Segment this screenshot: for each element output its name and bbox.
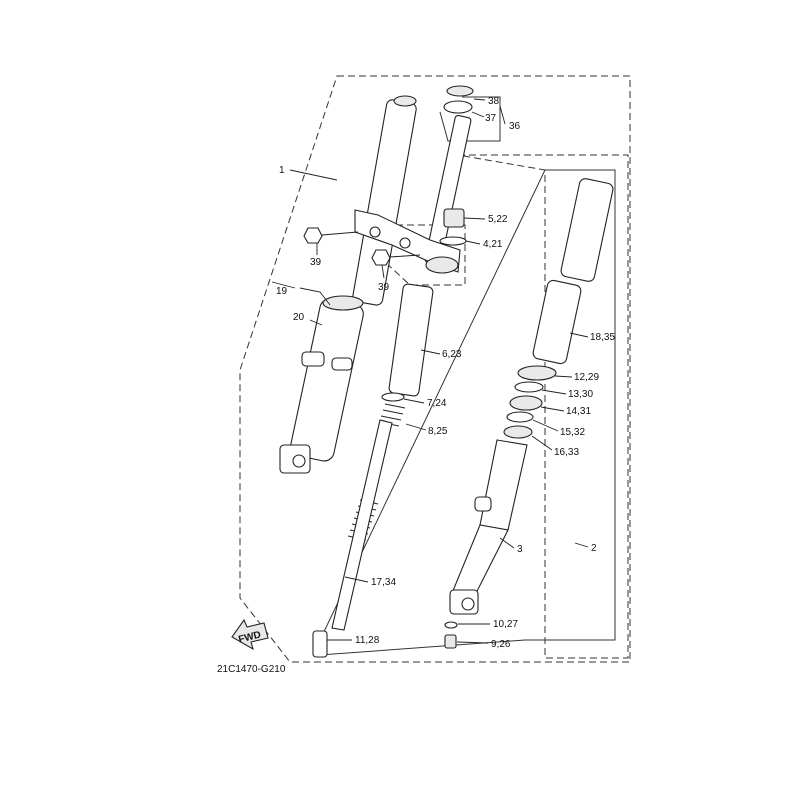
fwd-arrow-icon [231,618,269,651]
callout-37: 37 [485,113,497,124]
dust-seal [517,365,557,381]
callout-17-34: 17,34 [371,577,396,588]
o-ring [439,236,467,246]
callout-18-35: 18,35 [590,332,615,343]
damper-rod [331,419,393,631]
forward-direction-indicator: FWD [231,618,269,651]
callout-1: 1 [279,165,285,176]
callout-14-31: 14,31 [566,406,591,417]
callout-5-22: 5,22 [488,214,508,225]
left-caliper-mount-upper [301,351,325,367]
callout-12-29: 12,29 [574,372,599,383]
spacer-tube [388,283,434,397]
callout-39-upper: 39 [310,257,322,268]
assembly-2-outline [457,154,629,659]
fwd-label: FWD [237,630,262,646]
callout-39-lower: 39 [378,282,390,293]
right-outer-tube [449,439,528,615]
diagram-code: 21C1470-G210 [217,664,286,675]
callout-11-28: 11,28 [355,635,380,646]
left-fork-assembly [279,95,417,474]
steering-stem [354,114,472,274]
callout-8-25: 8,25 [428,426,448,437]
right-inner-tube-upper [560,178,614,282]
top-bracket-outline [439,96,501,142]
left-inner-tube-cap [393,95,417,107]
callout-6-23: 6,23 [442,349,462,360]
drain-bolt [444,634,457,649]
cap-bolt [443,208,465,228]
under-bracket-clamp-hole [369,226,381,238]
right-inner-tube-lower [532,279,582,365]
callout-2: 2 [591,543,597,554]
callout-15-32: 15,32 [560,427,585,438]
callout-20: 20 [293,312,305,323]
callout-13-30: 13,30 [568,389,593,400]
left-axle-hole [292,454,306,468]
callout-labels: 1 38 37 36 5,22 4,21 39 39 19 20 6,23 7,… [276,96,615,650]
callout-16-33: 16,33 [554,447,579,458]
stem-collar [425,256,459,274]
oil-seal [509,395,543,411]
left-caliper-mount-lower [331,357,353,371]
part-37-washer [443,100,473,114]
under-bracket-pinch [399,237,411,249]
assembly-1-outline [239,75,631,663]
callout-36: 36 [509,121,521,132]
callout-4-21: 4,21 [483,239,503,250]
bushing [503,425,533,439]
leader-lines [271,98,589,644]
left-oil-seal [322,295,364,311]
clip [514,381,544,393]
part-38-cap [446,85,474,97]
washer [506,411,534,423]
spring-seat [381,392,405,402]
oil-lock-piece [312,630,328,658]
callout-19: 19 [276,286,288,297]
callout-9-26: 9,26 [491,639,511,650]
callout-7-24: 7,24 [427,398,447,409]
callout-38: 38 [488,96,500,107]
bolt-39-lower [371,249,421,266]
bolt-39-upper [303,227,359,244]
drain-gasket [444,621,458,629]
callout-3: 3 [517,544,523,555]
callout-10-27: 10,27 [493,619,518,630]
left-inner-tube [352,99,417,306]
